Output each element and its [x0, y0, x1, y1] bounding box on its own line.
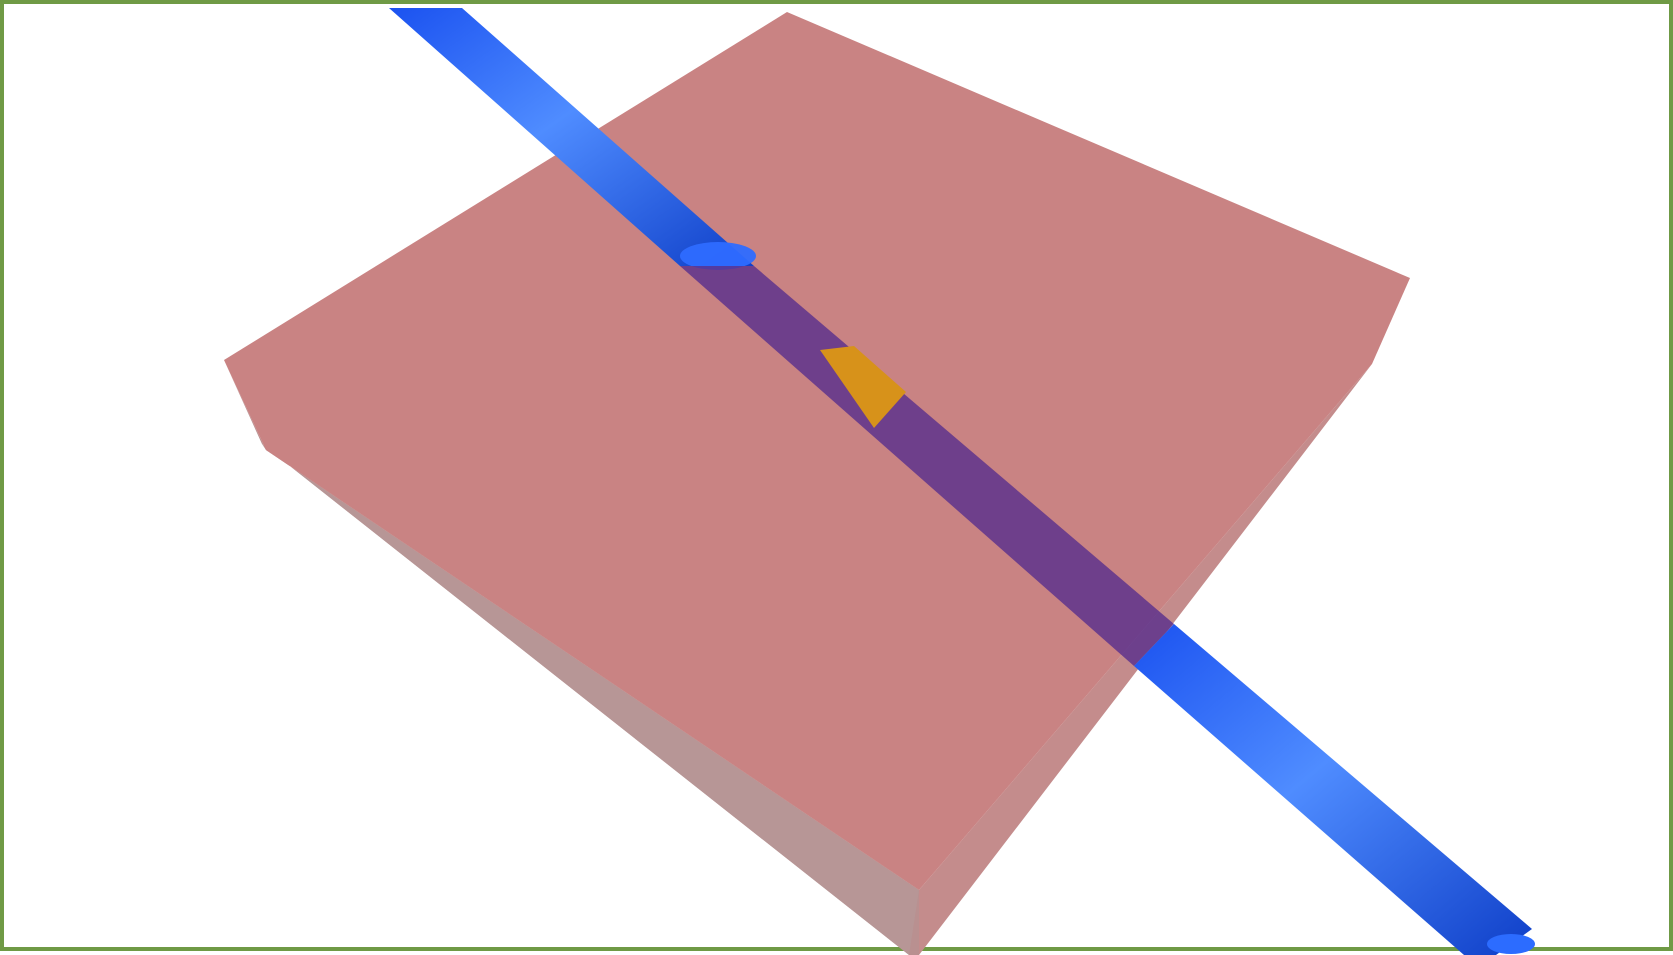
- rod-inside-slab: [680, 266, 1174, 666]
- slab-top-face: [224, 12, 1410, 890]
- rod-entry-cap: [680, 242, 756, 270]
- slab-front-face: [262, 444, 919, 955]
- rod-orange-band: [820, 346, 906, 428]
- rod-lower-segment: [1134, 624, 1532, 955]
- scene-svg: [224, 8, 1535, 955]
- rod-end-cap: [1487, 934, 1535, 954]
- rod-upper-segment: [389, 8, 754, 266]
- 3d-viewport: [4, 4, 1673, 955]
